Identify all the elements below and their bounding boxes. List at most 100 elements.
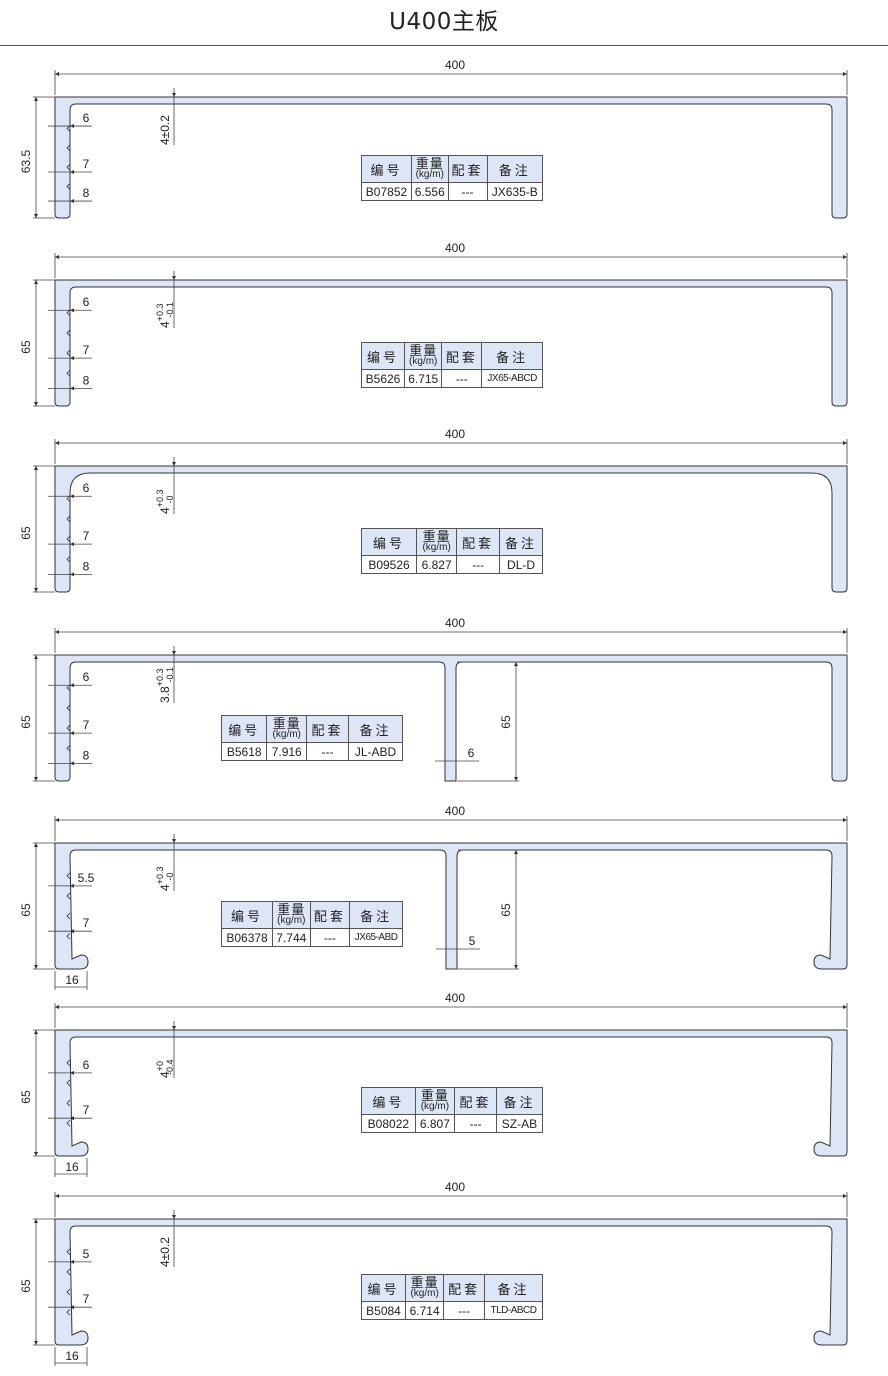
cell-code: B5618 — [220, 742, 268, 761]
cell-code: B07852 — [361, 182, 412, 201]
tolerance-upper: +0.3 — [155, 304, 165, 322]
header-remark: 备注 — [481, 342, 543, 370]
serration — [66, 1099, 71, 1107]
header-code: 编号 — [360, 1274, 407, 1302]
serration — [66, 912, 71, 920]
serration — [66, 1059, 71, 1067]
header-weight: 重量(kg/m) — [266, 715, 307, 743]
serration — [66, 1119, 71, 1127]
dim-arrow — [34, 402, 38, 406]
tolerance-upper: +0.3 — [155, 867, 165, 885]
header-weight: 重量(kg/m) — [405, 1274, 445, 1302]
wall-note-label: 7 — [83, 718, 90, 732]
dim-arrow — [34, 280, 38, 284]
header-fitting: 配套 — [309, 901, 351, 929]
header-remark: 备注 — [349, 901, 403, 929]
serration — [66, 125, 71, 132]
dim-arrow — [843, 630, 847, 634]
width-label: 400 — [445, 804, 465, 818]
dim-arrow — [55, 72, 59, 76]
dim-arrow — [172, 276, 176, 280]
dim-arrow — [70, 683, 74, 688]
dim-arrow — [55, 1194, 59, 1198]
cell-weight: 6.827 — [415, 555, 458, 574]
tolerance-lower: -0.1 — [165, 667, 175, 683]
thickness-label: 4+0.3-0.1 — [155, 302, 175, 328]
serration — [66, 495, 71, 503]
serration — [66, 555, 71, 563]
thickness-label: 4+0.3-0 — [155, 490, 175, 514]
cell-remark: DL-D — [499, 555, 543, 574]
header-fitting: 配套 — [443, 1274, 485, 1302]
wall-note-label: 7 — [83, 916, 90, 930]
cell-code: B5626 — [360, 369, 406, 388]
dim-arrow — [34, 1341, 38, 1345]
profile-5 — [54, 842, 848, 970]
dim-arrow — [70, 929, 74, 934]
rib-height-label: 65 — [499, 715, 513, 729]
serration — [66, 309, 71, 317]
header-remark: 备注 — [486, 155, 543, 183]
cell-remark: JX635-B — [486, 182, 543, 201]
dim-arrow — [70, 1070, 74, 1075]
dim-arrow — [34, 655, 38, 659]
dim-arrow — [514, 662, 518, 666]
header-code: 编号 — [360, 342, 406, 370]
wall-note-label: 7 — [83, 1292, 90, 1306]
width-label: 400 — [445, 991, 465, 1005]
dim-arrow — [34, 777, 38, 781]
dim-arrow — [55, 1005, 59, 1009]
thickness-label: 3.8+0.3-0.1 — [155, 667, 175, 703]
cell-remark: SZ-AB — [495, 1114, 544, 1133]
cell-fitting: --- — [305, 742, 350, 761]
width-label: 400 — [445, 1180, 465, 1194]
serration — [66, 892, 71, 900]
header-remark: 备注 — [348, 715, 403, 743]
serration — [66, 744, 71, 752]
wall-note-label: 5.5 — [78, 871, 95, 885]
dim-arrow — [34, 588, 38, 592]
dim-arrow — [34, 1030, 38, 1034]
height-label: 63.5 — [19, 149, 33, 173]
title-divider — [0, 45, 888, 46]
dim-arrow — [172, 1026, 176, 1030]
wall-note-label: 5 — [83, 1247, 90, 1261]
dim-arrow — [55, 630, 59, 634]
dim-arrow — [843, 818, 847, 822]
cell-remark: JX65-ABCD — [481, 369, 543, 388]
cell-fitting: --- — [447, 182, 488, 201]
thickness-label: 4±0.2 — [158, 1237, 172, 1267]
profile-outline — [54, 279, 848, 407]
page-title: U400主板 — [389, 9, 499, 35]
profile-outline — [54, 96, 848, 219]
header-code: 编号 — [361, 528, 417, 556]
serration — [66, 369, 71, 377]
header-remark: 备注 — [499, 528, 543, 556]
dim-arrow — [172, 839, 176, 843]
dim-arrow — [843, 255, 847, 259]
wall-note-label: 6 — [83, 481, 90, 495]
cell-remark: TLD-ABCD — [483, 1301, 544, 1320]
wall-note-label: 6 — [83, 111, 90, 125]
thickness-label: 4+0.3-0 — [155, 867, 175, 891]
thickness-label: 4±0.2 — [158, 115, 172, 145]
dim-arrow — [172, 93, 176, 97]
dim-arrow — [34, 1219, 38, 1223]
profile-outline — [54, 465, 848, 593]
header-fitting: 配套 — [454, 1087, 497, 1115]
width-label: 400 — [445, 427, 465, 441]
header-fitting: 配套 — [456, 528, 501, 556]
hook-width-label: 16 — [65, 1160, 79, 1174]
serration — [66, 704, 71, 712]
height-label: 65 — [19, 340, 33, 354]
wall-note-label: 6 — [83, 670, 90, 684]
cell-weight: 6.556 — [410, 182, 449, 201]
serration — [66, 1248, 71, 1256]
header-remark: 备注 — [483, 1274, 544, 1302]
